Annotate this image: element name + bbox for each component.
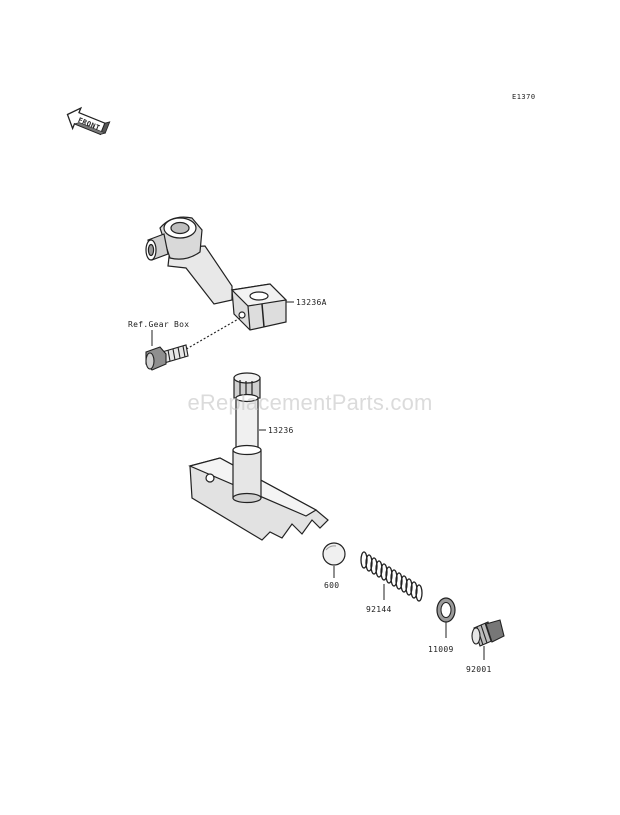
part-label-13236: 13236 bbox=[268, 426, 294, 435]
steel-ball-part bbox=[322, 542, 346, 566]
front-direction-arrow: FRONT bbox=[66, 106, 111, 136]
part-label-600: 600 bbox=[324, 581, 339, 590]
flange-bolt-part bbox=[145, 317, 241, 371]
ref-gear-box-label: Ref.Gear Box bbox=[128, 320, 189, 329]
washer-part bbox=[436, 597, 456, 623]
diagram-code: E1370 bbox=[512, 93, 536, 101]
coil-spring-part bbox=[360, 551, 423, 602]
part-label-92001: 92001 bbox=[466, 665, 492, 674]
part-label-11009: 11009 bbox=[428, 645, 454, 654]
shift-shaft-part bbox=[188, 372, 329, 541]
part-label-13236a: 13236A bbox=[296, 298, 327, 307]
part-label-92144: 92144 bbox=[366, 605, 392, 614]
plug-bolt-part bbox=[471, 619, 505, 647]
shift-arm-part bbox=[145, 216, 288, 331]
